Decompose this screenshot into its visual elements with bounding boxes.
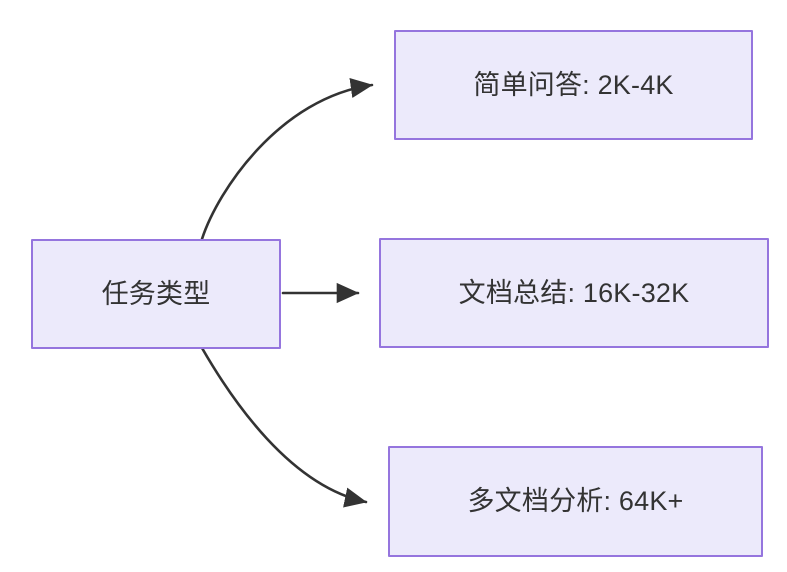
edge-task-type-to-simple-qa bbox=[200, 77, 374, 241]
node-multi-doc-analysis[interactable]: 多文档分析: 64K+ bbox=[388, 446, 763, 557]
node-doc-summary-label: 文档总结: 16K-32K bbox=[458, 277, 690, 308]
node-doc-summary[interactable]: 文档总结: 16K-32K bbox=[379, 238, 769, 348]
node-simple-qa[interactable]: 简单问答: 2K-4K bbox=[394, 30, 753, 140]
edge-task-type-to-multi-doc-analysis bbox=[200, 346, 368, 508]
node-simple-qa-label: 简单问答: 2K-4K bbox=[473, 69, 674, 100]
node-multi-doc-analysis-label: 多文档分析: 64K+ bbox=[467, 486, 684, 517]
node-task-type-label: 任务类型 bbox=[101, 278, 211, 309]
node-task-type[interactable]: 任务类型 bbox=[31, 239, 281, 349]
